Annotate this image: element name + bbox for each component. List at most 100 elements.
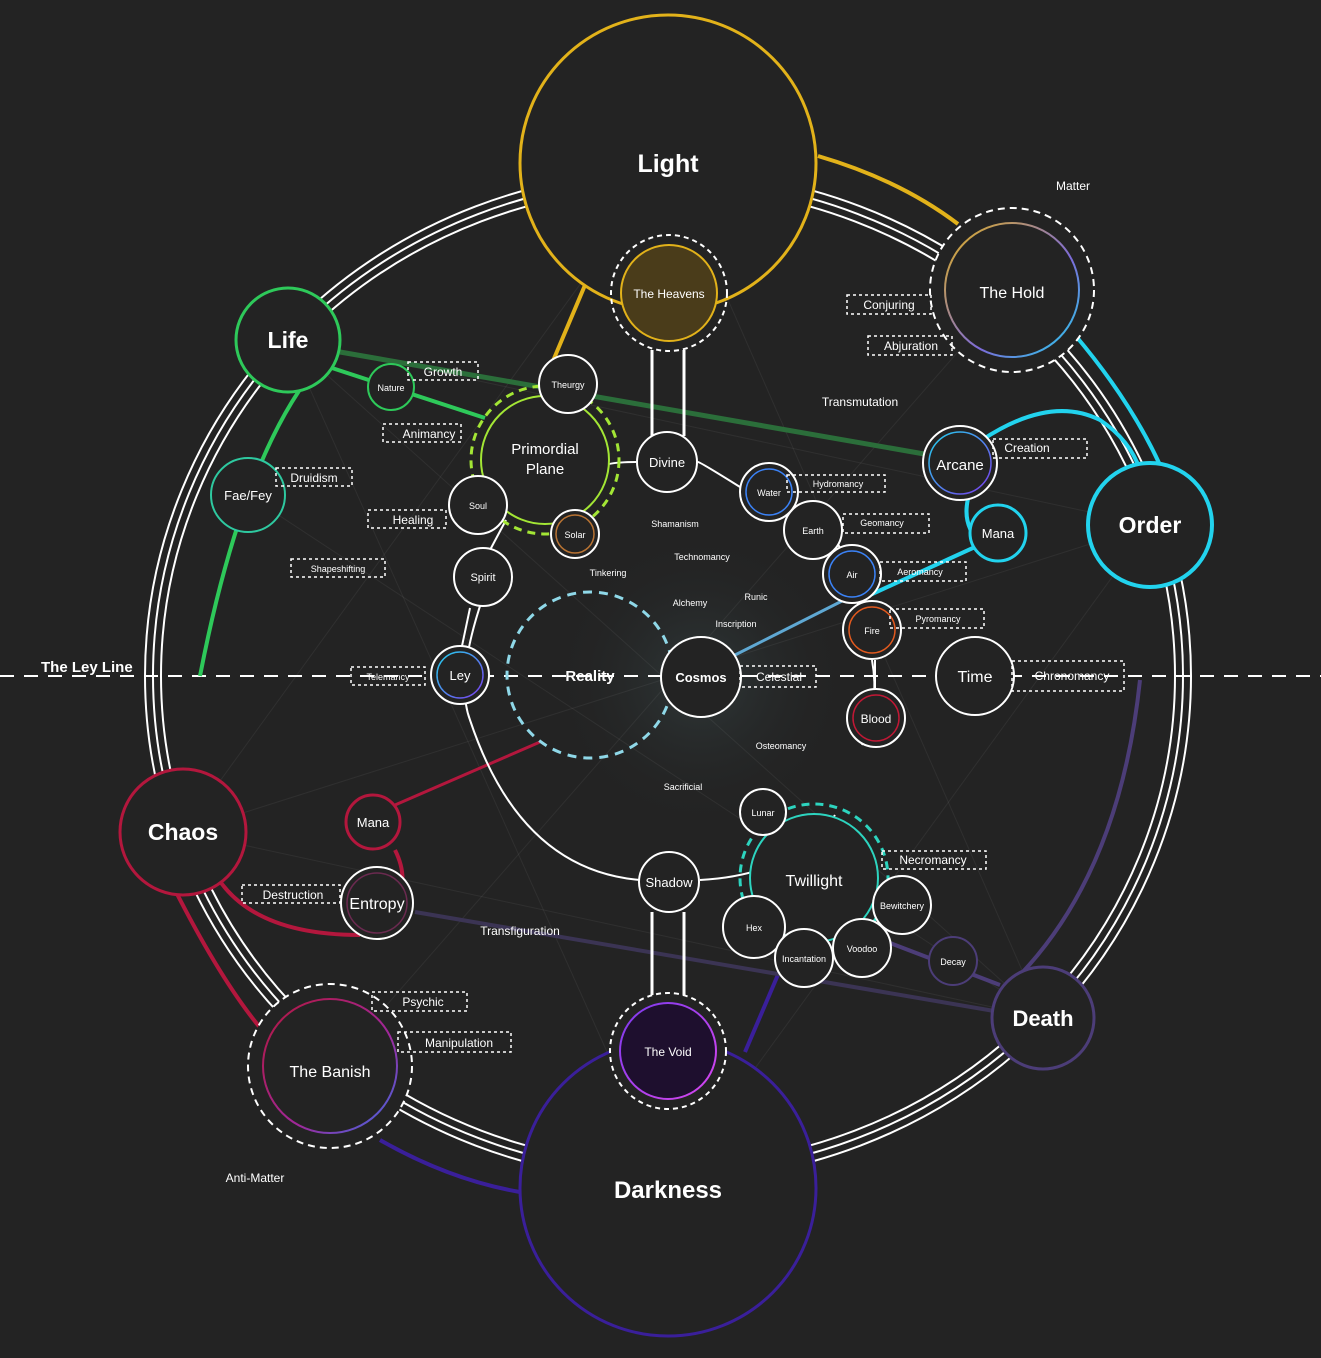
node-nature-label: Nature (377, 383, 404, 393)
node-the-hold[interactable]: The Hold (929, 207, 1095, 373)
node-void-label: The Void (644, 1045, 691, 1059)
node-death[interactable]: Death (990, 965, 1096, 1071)
tube-connectors (650, 350, 686, 995)
label-abjuration: Abjuration (884, 339, 938, 353)
node-twilight-label: Twillight (786, 873, 843, 890)
label-sacrificial: Sacrificial (664, 782, 703, 792)
node-ley-label: Ley (450, 668, 471, 683)
label-necromancy: Necromancy (899, 853, 966, 867)
node-life-label: Life (268, 327, 309, 353)
node-incantation[interactable]: Incantation (774, 928, 834, 988)
node-lunar-label: Lunar (751, 808, 774, 818)
node-chaos[interactable]: Chaos (118, 767, 248, 897)
node-spirit-label: Spirit (470, 572, 495, 584)
node-shadow-label: Shadow (646, 875, 694, 890)
node-mana-chaos-label: Mana (357, 815, 390, 830)
node-solar-label: Solar (564, 530, 585, 540)
node-divine[interactable]: Divine (636, 431, 698, 493)
node-the-banish[interactable]: The Banish (247, 983, 413, 1149)
node-chaos-label: Chaos (148, 819, 218, 845)
node-voodoo[interactable]: Voodoo (832, 918, 892, 978)
node-shadow[interactable]: Shadow (638, 851, 700, 913)
node-blood-label: Blood (861, 712, 892, 726)
node-air[interactable]: Air (822, 544, 882, 604)
node-nature[interactable]: Nature (367, 363, 415, 411)
node-arcane[interactable]: Arcane (922, 425, 998, 501)
label-hydromancy: Hydromancy (813, 479, 864, 489)
node-lunar[interactable]: Lunar (739, 788, 787, 836)
node-arcane-label: Arcane (936, 457, 984, 474)
node-spirit[interactable]: Spirit (453, 547, 513, 607)
label-transmutation: Transmutation (822, 395, 898, 409)
node-cosmos-label: Cosmos (675, 670, 726, 685)
label-conjuring: Conjuring (863, 298, 914, 312)
node-time-label: Time (958, 669, 993, 686)
node-life[interactable]: Life (234, 286, 342, 394)
node-air-label: Air (847, 570, 858, 580)
node-incantation-label: Incantation (782, 954, 826, 964)
label-anti-matter: Anti-Matter (226, 1171, 285, 1185)
node-heavens-label: The Heavens (633, 287, 704, 301)
node-primordial-label-1: Primordial (511, 441, 579, 458)
label-geomancy: Geomancy (860, 518, 904, 528)
node-earth[interactable]: Earth (783, 500, 843, 560)
node-hex-label: Hex (746, 923, 763, 933)
label-telemancy: Telemancy (366, 672, 410, 682)
node-mana-order[interactable]: Mana (968, 503, 1028, 563)
label-shamanism: Shamanism (651, 519, 699, 529)
ley-line-label: The Ley Line (41, 659, 133, 676)
node-the-void[interactable]: The Void (609, 992, 727, 1110)
node-fae-fey[interactable]: Fae/Fey (210, 457, 286, 533)
node-death-label: Death (1012, 1006, 1073, 1031)
node-entropy-label: Entropy (349, 896, 404, 913)
label-healing: Healing (393, 513, 434, 527)
node-primordial-plane[interactable]: Primordial Plane (469, 384, 621, 536)
node-theurgy[interactable]: Theurgy (538, 354, 598, 414)
node-water[interactable]: Water (739, 462, 799, 522)
label-pyromancy: Pyromancy (915, 614, 961, 624)
dashed-labels (241, 294, 1125, 1053)
node-banish-label: The Banish (290, 1064, 371, 1081)
label-celestial: Celestial (756, 670, 802, 684)
node-blood[interactable]: Blood (846, 688, 906, 748)
label-shapeshifting: Shapeshifting (311, 564, 366, 574)
label-transfiguration: Transfiguration (480, 924, 560, 938)
node-light-label: Light (637, 150, 699, 178)
node-mana-chaos[interactable]: Mana (344, 793, 402, 851)
label-psychic: Psychic (402, 995, 443, 1009)
node-fire-label: Fire (864, 626, 880, 636)
label-inscription: Inscription (715, 619, 756, 629)
label-destruction: Destruction (263, 888, 324, 902)
colored-connectors (168, 154, 1162, 1194)
label-alchemy: Alchemy (673, 598, 708, 608)
label-matter: Matter (1056, 179, 1090, 193)
label-technomancy: Technomancy (674, 552, 730, 562)
node-bewitchery-label: Bewitchery (880, 901, 925, 911)
node-mana-order-label: Mana (982, 526, 1015, 541)
node-ley[interactable]: Ley (430, 645, 490, 705)
node-darkness-label: Darkness (614, 1177, 722, 1204)
label-chronomancy: Chronomancy (1035, 669, 1110, 683)
node-primordial-label-2: Plane (526, 461, 564, 478)
node-decay[interactable]: Decay (928, 936, 978, 986)
node-soul[interactable]: Soul (448, 475, 508, 535)
label-growth: Growth (424, 365, 463, 379)
node-bewitchery[interactable]: Bewitchery (872, 875, 932, 935)
node-cosmos[interactable]: Cosmos (660, 636, 742, 718)
node-voodoo-label: Voodoo (847, 944, 878, 954)
label-tinkering: Tinkering (590, 568, 627, 578)
node-fire[interactable]: Fire (842, 600, 902, 660)
node-order[interactable]: Order (1086, 461, 1214, 589)
node-theurgy-label: Theurgy (551, 380, 585, 390)
node-water-label: Water (757, 488, 781, 498)
node-hex[interactable]: Hex (722, 895, 786, 959)
node-hold-label: The Hold (980, 285, 1045, 302)
node-earth-label: Earth (802, 526, 824, 536)
label-druidism: Druidism (290, 471, 337, 485)
node-solar[interactable]: Solar (550, 509, 600, 559)
label-manipulation: Manipulation (425, 1036, 493, 1050)
node-the-heavens[interactable]: The Heavens (610, 234, 728, 352)
node-time[interactable]: Time (935, 636, 1015, 716)
node-entropy[interactable]: Entropy (340, 866, 414, 940)
